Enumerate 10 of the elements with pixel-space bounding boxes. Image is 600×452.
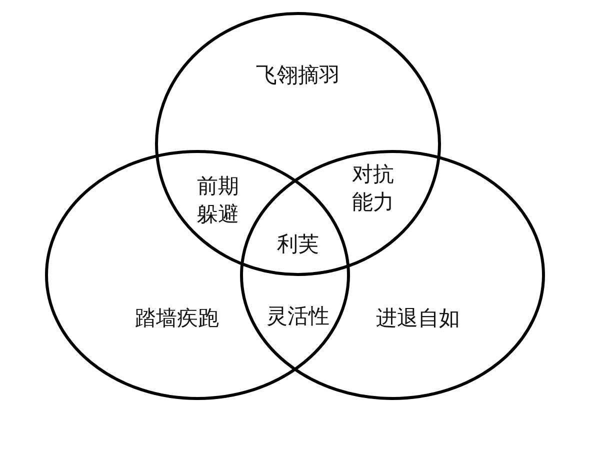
region-label: 飞翎摘羽 [256, 62, 340, 89]
venn-circle [155, 12, 441, 276]
venn-circle [240, 150, 545, 400]
overlap-label: 利芙 [277, 231, 319, 258]
overlap-label: 灵活性 [266, 303, 330, 330]
venn-circle [45, 150, 350, 400]
overlap-label: 对抗能力 [351, 161, 395, 216]
region-label: 踏墙疾跑 [135, 305, 219, 332]
region-label: 进退自如 [376, 305, 460, 332]
overlap-label: 前期躲避 [196, 173, 240, 228]
